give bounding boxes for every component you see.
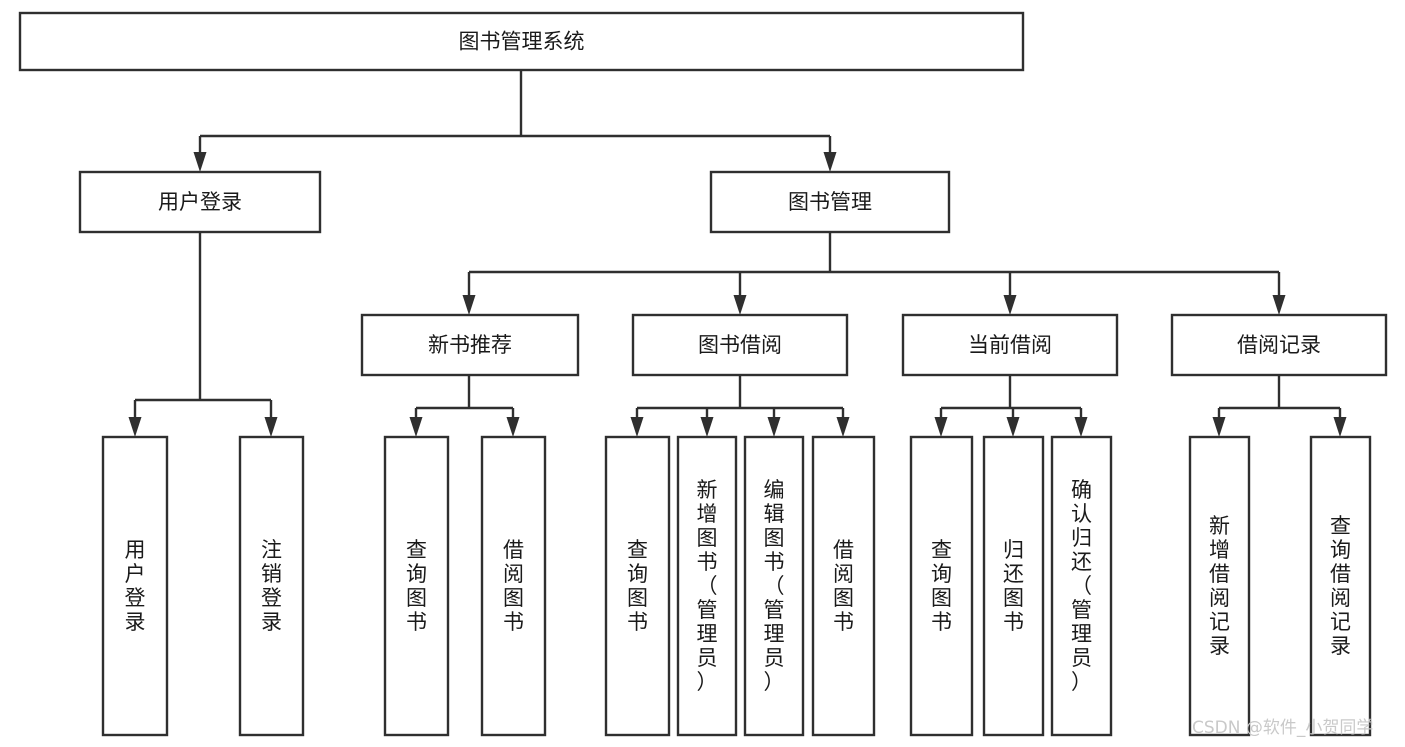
node-root-box[interactable] [18,11,1025,72]
node-book-management-box[interactable] [709,170,951,234]
node-leaf-query-book-3-box[interactable] [909,435,974,737]
node-book-borrow-box[interactable] [631,313,849,377]
node-borrow-record-box[interactable] [1170,313,1388,377]
connector-group [133,232,273,419]
arrow-head-icon [934,417,948,437]
node-leaf-return-book-box[interactable] [982,435,1045,737]
node-leaf-confirm-return-box[interactable] [1050,435,1113,737]
node-book-management[interactable]: 图书管理 [709,170,951,234]
node-book-borrow-label: 图书借阅 [698,333,782,357]
node-book-borrow[interactable]: 图书借阅 [631,313,849,377]
node-new-book-recommend-label: 新书推荐 [428,333,512,357]
node-leaf-add-book[interactable]: 新增图书（管理员） [676,435,738,737]
arrow-head-icon [767,417,781,437]
connector-group [467,232,1281,297]
arrow-head-icon [1272,295,1286,315]
arrow-head-icon [823,152,837,172]
node-leaf-user-login-box[interactable] [101,435,169,737]
node-user-login-box[interactable] [78,170,322,234]
node-leaf-add-book-box[interactable] [676,435,738,737]
node-leaf-borrow-book-1-label: 借阅图书 [503,538,524,634]
node-leaf-query-record[interactable]: 查询借阅记录 [1309,435,1372,737]
node-current-borrow-label: 当前借阅 [968,333,1052,357]
node-leaf-query-book-3-label: 查询图书 [931,538,952,634]
node-leaf-query-book-2[interactable]: 查询图书 [604,435,671,737]
csdn-watermark: CSDN @软件_小贺同学 [1192,718,1373,738]
node-leaf-add-record-box[interactable] [1188,435,1251,737]
node-leaf-query-book-1-box[interactable] [383,435,450,737]
watermark-layer: CSDN @软件_小贺同学 [1192,718,1373,738]
node-leaf-user-login-label: 用户登录 [125,538,146,634]
node-layer: 图书管理系统用户登录图书管理新书推荐图书借阅当前借阅借阅记录用户登录注销登录查询… [18,11,1388,737]
arrow-head-icon [1003,295,1017,315]
node-leaf-borrow-book-1-box[interactable] [480,435,547,737]
node-leaf-edit-book-box[interactable] [743,435,805,737]
arrow-head-icon [1074,417,1088,437]
connector-layer [128,70,1347,437]
arrow-head-icon [1333,417,1347,437]
node-leaf-query-record-label: 查询借阅记录 [1330,514,1351,658]
arrow-head-icon [506,417,520,437]
node-leaf-logout-label: 注销登录 [261,538,282,634]
node-new-book-recommend-box[interactable] [360,313,580,377]
connector-group [635,375,845,419]
node-user-login[interactable]: 用户登录 [78,170,322,234]
node-leaf-add-record[interactable]: 新增借阅记录 [1188,435,1251,737]
node-book-management-label: 图书管理 [788,190,872,214]
node-user-login-label: 用户登录 [158,190,242,214]
node-root-label: 图书管理系统 [459,30,585,54]
arrow-head-icon [836,417,850,437]
node-leaf-edit-book[interactable]: 编辑图书（管理员） [743,435,805,737]
node-leaf-query-book-1-label: 查询图书 [406,538,427,634]
node-leaf-return-book-label: 归还图书 [1003,538,1024,634]
arrow-head-icon [193,152,207,172]
node-leaf-borrow-book-1[interactable]: 借阅图书 [480,435,547,737]
connector-group [939,375,1083,419]
node-leaf-logout[interactable]: 注销登录 [238,435,305,737]
node-leaf-logout-box[interactable] [238,435,305,737]
node-leaf-borrow-book-2[interactable]: 借阅图书 [811,435,876,737]
connector-group [198,70,832,154]
node-root[interactable]: 图书管理系统 [18,11,1025,72]
node-current-borrow-box[interactable] [901,313,1119,377]
arrow-head-icon [630,417,644,437]
node-leaf-query-record-box[interactable] [1309,435,1372,737]
node-leaf-confirm-return[interactable]: 确认归还（管理员） [1050,435,1113,737]
connector-group [414,375,515,419]
node-leaf-add-book-label: 新增图书（管理员） [697,478,718,694]
node-leaf-borrow-book-2-label: 借阅图书 [833,538,854,634]
node-current-borrow[interactable]: 当前借阅 [901,313,1119,377]
node-leaf-add-record-label: 新增借阅记录 [1209,514,1230,658]
arrow-head-icon [1212,417,1226,437]
node-leaf-query-book-3[interactable]: 查询图书 [909,435,974,737]
arrow-head-icon [700,417,714,437]
arrow-head-icon [462,295,476,315]
node-leaf-return-book[interactable]: 归还图书 [982,435,1045,737]
node-borrow-record[interactable]: 借阅记录 [1170,313,1388,377]
arrow-head-icon [1006,417,1020,437]
node-leaf-borrow-book-2-box[interactable] [811,435,876,737]
node-leaf-query-book-2-label: 查询图书 [627,538,648,634]
arrow-head-icon [264,417,278,437]
node-borrow-record-label: 借阅记录 [1237,333,1321,357]
node-new-book-recommend[interactable]: 新书推荐 [360,313,580,377]
node-leaf-edit-book-label: 编辑图书（管理员） [764,478,785,694]
connector-group [1217,375,1342,419]
node-leaf-confirm-return-label: 确认归还（管理员） [1071,478,1092,694]
node-leaf-user-login[interactable]: 用户登录 [101,435,169,737]
node-leaf-query-book-1[interactable]: 查询图书 [383,435,450,737]
node-leaf-query-book-2-box[interactable] [604,435,671,737]
arrow-head-icon [128,417,142,437]
arrow-head-icon [409,417,423,437]
arrow-head-icon [733,295,747,315]
